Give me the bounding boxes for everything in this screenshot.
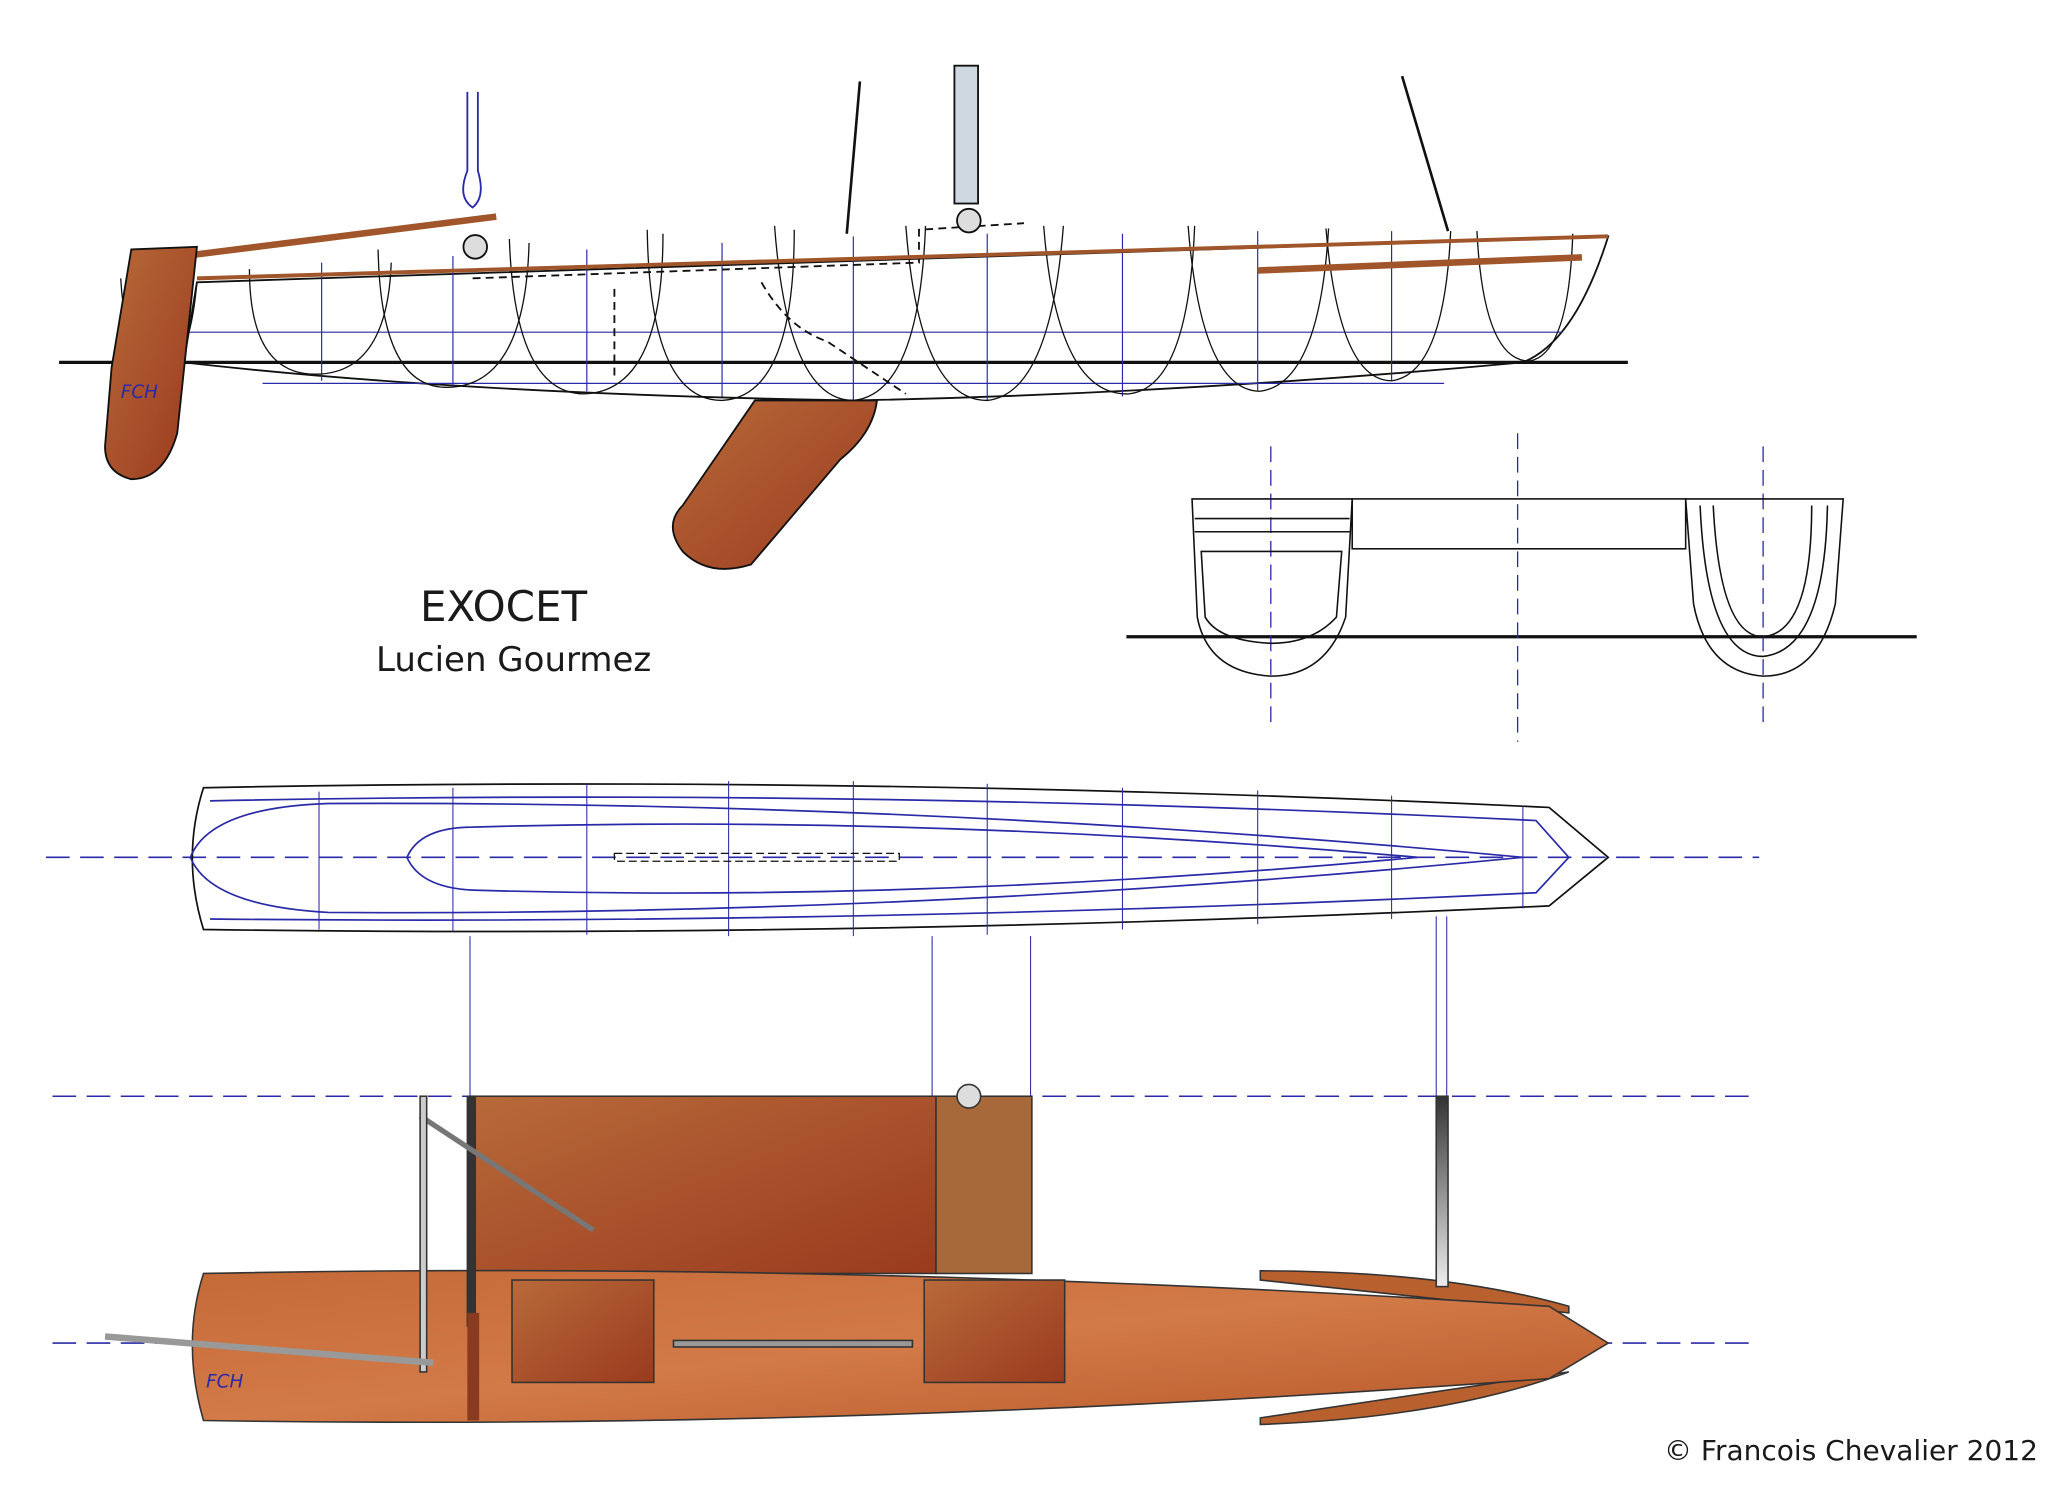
hatch-aft	[511, 1279, 655, 1384]
plan-view-rendered: FCH	[52, 1083, 1760, 1426]
section-view	[1126, 433, 1917, 742]
daggerboard-case	[672, 1339, 914, 1348]
boat-name: EXOCET	[420, 582, 588, 631]
tiller-plan	[104, 1333, 434, 1367]
daggerboard	[671, 399, 879, 570]
mast-step	[953, 64, 979, 205]
deck-rail	[196, 234, 1609, 281]
station-lines	[183, 231, 1563, 401]
mast-pivot	[956, 207, 982, 234]
cockpit-outline	[472, 222, 1025, 395]
rear-strut	[467, 1312, 480, 1421]
side-profile-view: FCH	[59, 64, 1628, 570]
beam-pivot	[462, 234, 488, 260]
section-curves	[120, 225, 1574, 402]
hatch-fore	[923, 1279, 1066, 1384]
main-hull-section	[1191, 498, 1354, 677]
forward-deck-panel	[935, 1095, 1033, 1275]
forward-beam	[1435, 1095, 1449, 1288]
hull-logo: FCH	[206, 1372, 243, 1393]
trampoline	[469, 1095, 937, 1275]
daggerboard-slot	[613, 852, 900, 862]
hull-plan-outline	[191, 783, 1610, 933]
rudder-fitting	[462, 91, 482, 209]
aft-beam	[466, 1095, 477, 1327]
rudder	[104, 245, 198, 481]
mast-stay	[845, 81, 862, 234]
tiller-extension	[418, 1113, 595, 1233]
designer-name: Lucien Gourmez	[376, 640, 652, 680]
copyright-notice: © Francois Chevalier 2012	[1664, 1434, 2038, 1467]
hiking-stick	[1257, 254, 1583, 274]
stanchion	[419, 1095, 428, 1373]
float-section	[1684, 498, 1845, 677]
mast-stay-fore	[1400, 75, 1450, 232]
mast-position	[956, 1083, 982, 1109]
hull-profile	[182, 235, 1610, 402]
float-lower	[1259, 1371, 1570, 1426]
plan-view-lines	[45, 781, 1760, 1097]
rudder-logo: FCH	[121, 382, 158, 403]
crossbeam	[1351, 498, 1687, 550]
